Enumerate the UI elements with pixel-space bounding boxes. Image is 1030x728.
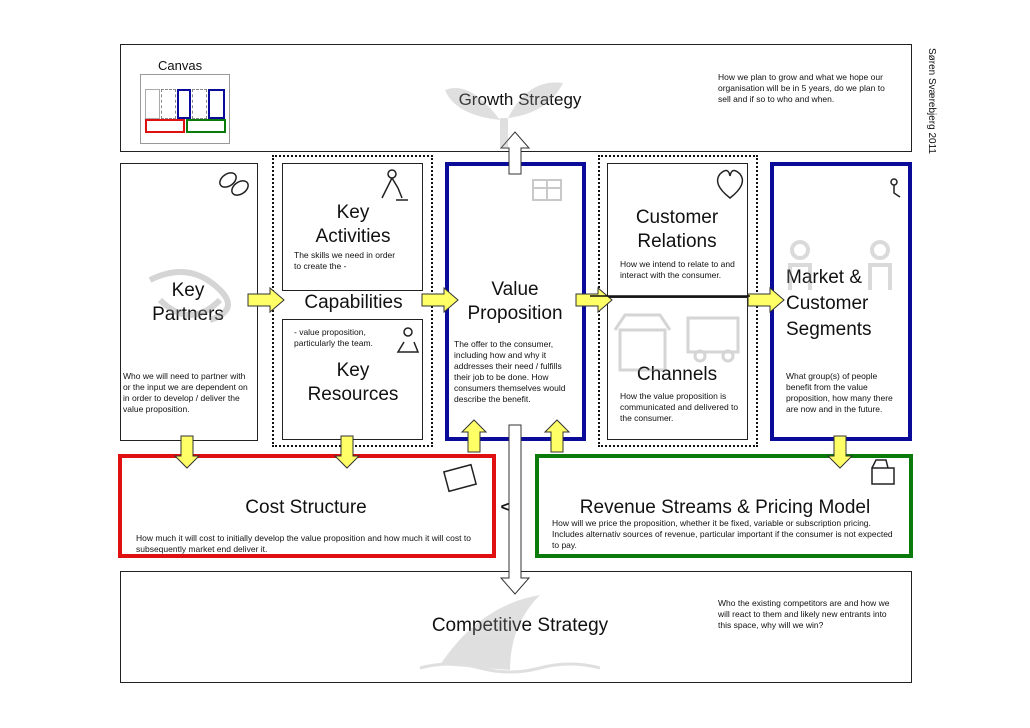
canvas-label: Canvas <box>158 58 203 73</box>
cost-structure-title: Cost Structure <box>245 497 367 518</box>
revenue-streams-note: How will we price the proposition, wheth… <box>552 518 893 550</box>
cost-structure-note: How much it will cost to initially devel… <box>136 533 471 554</box>
cost-structure-box <box>118 454 496 558</box>
market-segments-title: Market & Customer Segments <box>786 267 872 340</box>
channels-box <box>607 297 748 440</box>
value-proposition-title: Value Proposition <box>467 279 563 324</box>
key-partners-title: Key Partners <box>152 280 224 325</box>
key-activities-note: The skills we need in order to create th… <box>294 250 396 271</box>
revenue-streams-title: Revenue Streams & Pricing Model <box>579 497 871 518</box>
competitive-strategy-title: Competitive Strategy <box>431 615 609 636</box>
channels-title: Channels <box>636 364 718 385</box>
canvas-thumbnail <box>140 74 230 144</box>
capabilities-title: Capabilities <box>304 292 403 313</box>
cost-revenue-divider: << <box>500 499 520 516</box>
customer-relations-note: How we intend to relate to and interact … <box>620 259 735 280</box>
channels-note: How the value proposition is communicate… <box>620 391 739 423</box>
growth-strategy-note: How we plan to grow and what we hope our… <box>718 72 885 104</box>
key-resources-title: Key Resources <box>307 360 399 405</box>
key-partners-note: Who we will need to partner with or the … <box>123 371 248 414</box>
competitive-strategy-note: Who the existing competitors are and how… <box>718 598 890 630</box>
value-proposition-note: The offer to the consumer, including how… <box>454 339 566 404</box>
key-activities-title: Key Activities <box>315 202 391 247</box>
revenue-streams-box <box>535 454 913 558</box>
growth-strategy-title: Growth Strategy <box>458 90 582 109</box>
key-activities-box <box>282 163 423 291</box>
market-segments-note: What group(s) of people benefit from the… <box>786 371 893 414</box>
author-credit: Søren Sværebjerg 2011 <box>926 48 937 154</box>
customer-relations-title: Customer Relations <box>635 207 719 252</box>
key-resources-note: - value proposition, particularly the te… <box>294 327 373 348</box>
